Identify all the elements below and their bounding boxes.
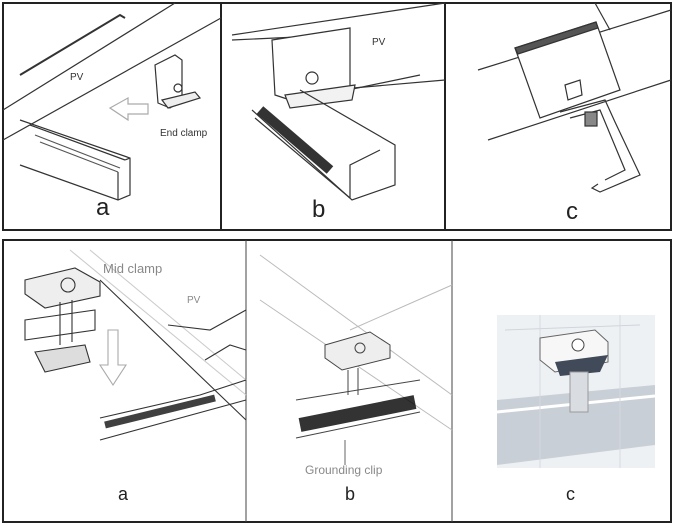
top-panel-frames xyxy=(2,2,672,231)
bottom-a-letter: a xyxy=(118,484,129,504)
top-a-illustration xyxy=(2,2,222,201)
top-c-illustration xyxy=(477,2,672,193)
bottom-panel-dividers xyxy=(245,240,453,522)
bottom-b-illustration xyxy=(259,254,453,465)
top-b-letter: b xyxy=(312,196,325,223)
bottom-c-illustration xyxy=(496,315,656,468)
top-c-letter: c xyxy=(566,198,578,225)
bottom-b-letter: b xyxy=(345,484,355,504)
bottom-panel-frames xyxy=(2,239,672,523)
top-a-clamp-label: End clamp xyxy=(160,128,208,139)
top-b-pv-label: PV xyxy=(372,37,386,48)
bottom-a-illustration xyxy=(24,249,247,441)
bottom-a-pv-label: PV xyxy=(187,295,201,306)
top-a-pv-label: PV xyxy=(70,72,84,83)
top-b-illustration xyxy=(231,2,446,201)
bottom-c-letter: c xyxy=(566,484,575,504)
bottom-a-clamp-label: Mid clamp xyxy=(103,261,162,276)
top-a-letter: a xyxy=(96,194,110,221)
bottom-b-clip-label: Grounding clip xyxy=(305,463,383,477)
